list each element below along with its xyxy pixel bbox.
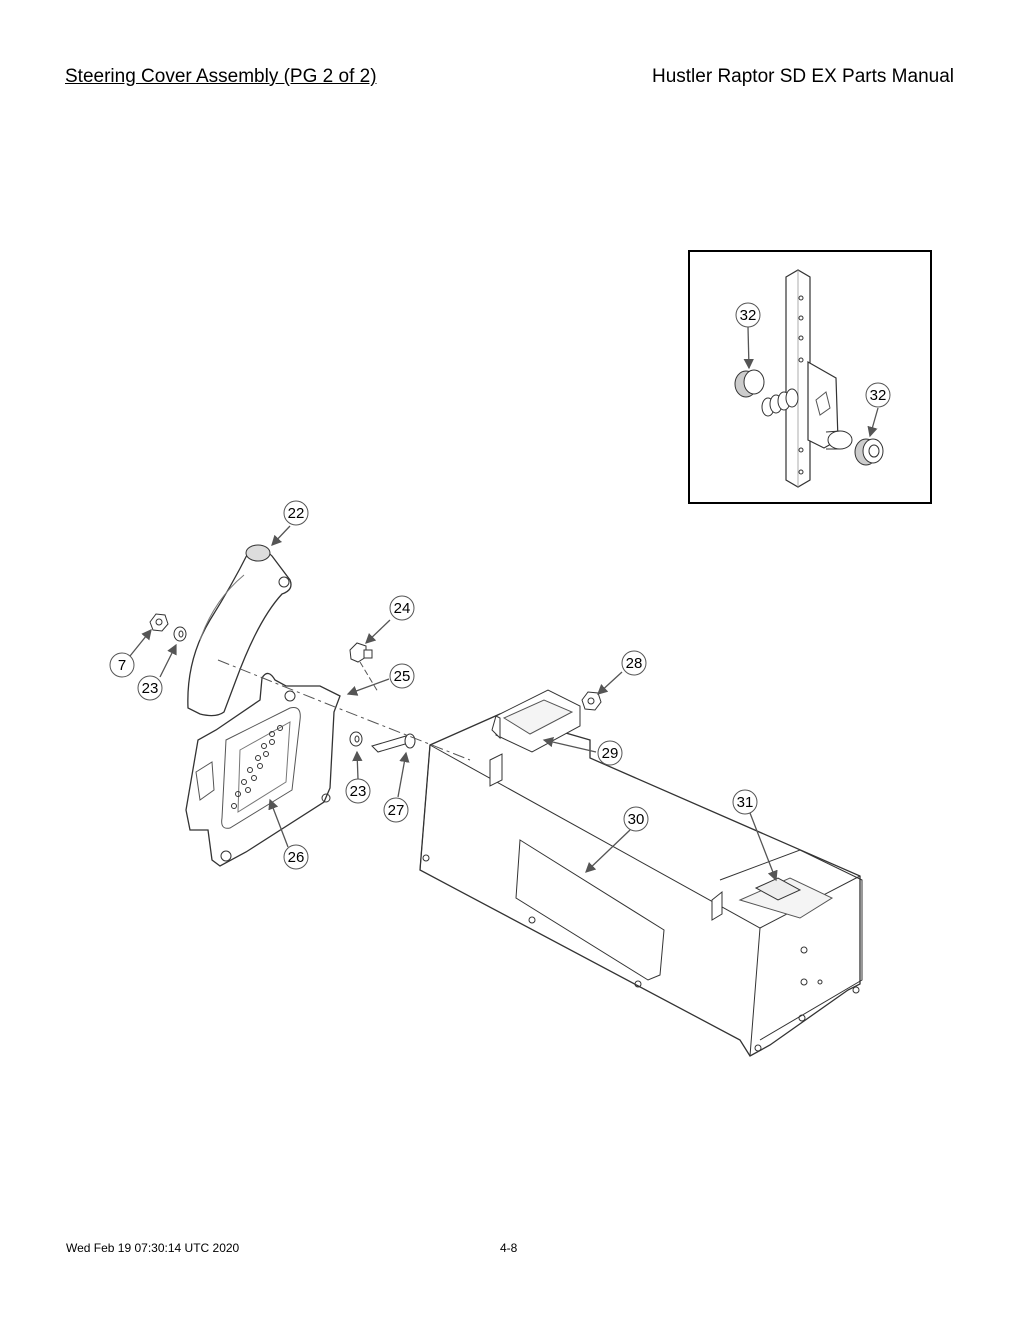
svg-text:32: 32 <box>870 387 887 404</box>
callout-23-center: 23 <box>345 778 371 804</box>
svg-text:29: 29 <box>602 745 619 762</box>
footer-timestamp: Wed Feb 19 07:30:14 UTC 2020 <box>66 1241 240 1255</box>
svg-text:22: 22 <box>288 505 305 522</box>
svg-text:31: 31 <box>737 794 754 811</box>
part-7-nut <box>149 613 169 632</box>
svg-text:25: 25 <box>394 668 411 685</box>
callout-32-right: 32 <box>865 382 891 408</box>
svg-text:28: 28 <box>626 655 643 672</box>
callouts <box>129 326 879 882</box>
part-28-nut <box>581 691 602 711</box>
callout-25: 25 <box>389 663 415 689</box>
page-title: Steering Cover Assembly (PG 2 of 2) <box>65 66 377 87</box>
inset-detail <box>688 250 932 504</box>
svg-text:23: 23 <box>350 783 367 800</box>
svg-text:7: 7 <box>118 657 126 674</box>
part-23-washer-center <box>349 731 363 747</box>
callout-32-left: 32 <box>735 302 761 328</box>
svg-text:26: 26 <box>288 849 305 866</box>
page-number: 4-8 <box>500 1241 518 1255</box>
part-30-frame <box>419 689 863 1057</box>
callout-23-left: 23 <box>137 675 163 701</box>
svg-text:30: 30 <box>628 811 645 828</box>
callout-22: 22 <box>283 500 309 526</box>
svg-text:24: 24 <box>394 600 411 617</box>
svg-text:32: 32 <box>740 307 757 324</box>
callout-26: 26 <box>283 844 309 870</box>
part-23-washer-left <box>173 626 187 642</box>
callout-31: 31 <box>732 789 758 815</box>
callout-27: 27 <box>383 797 409 823</box>
part-22-lever <box>187 544 292 717</box>
part-24-bolt <box>349 642 373 663</box>
callout-28: 28 <box>621 650 647 676</box>
svg-text:23: 23 <box>142 680 159 697</box>
callout-29: 29 <box>597 740 623 766</box>
part-26-side-plate <box>185 672 341 867</box>
callout-30: 30 <box>623 806 649 832</box>
svg-text:27: 27 <box>388 802 405 819</box>
part-27-pin <box>371 733 416 753</box>
callout-24: 24 <box>389 595 415 621</box>
manual-title: Hustler Raptor SD EX Parts Manual <box>651 66 954 87</box>
callout-bubbles: 7 23 22 24 25 23 27 26 28 29 30 31 32 32 <box>109 302 891 870</box>
callout-7: 7 <box>109 652 135 678</box>
